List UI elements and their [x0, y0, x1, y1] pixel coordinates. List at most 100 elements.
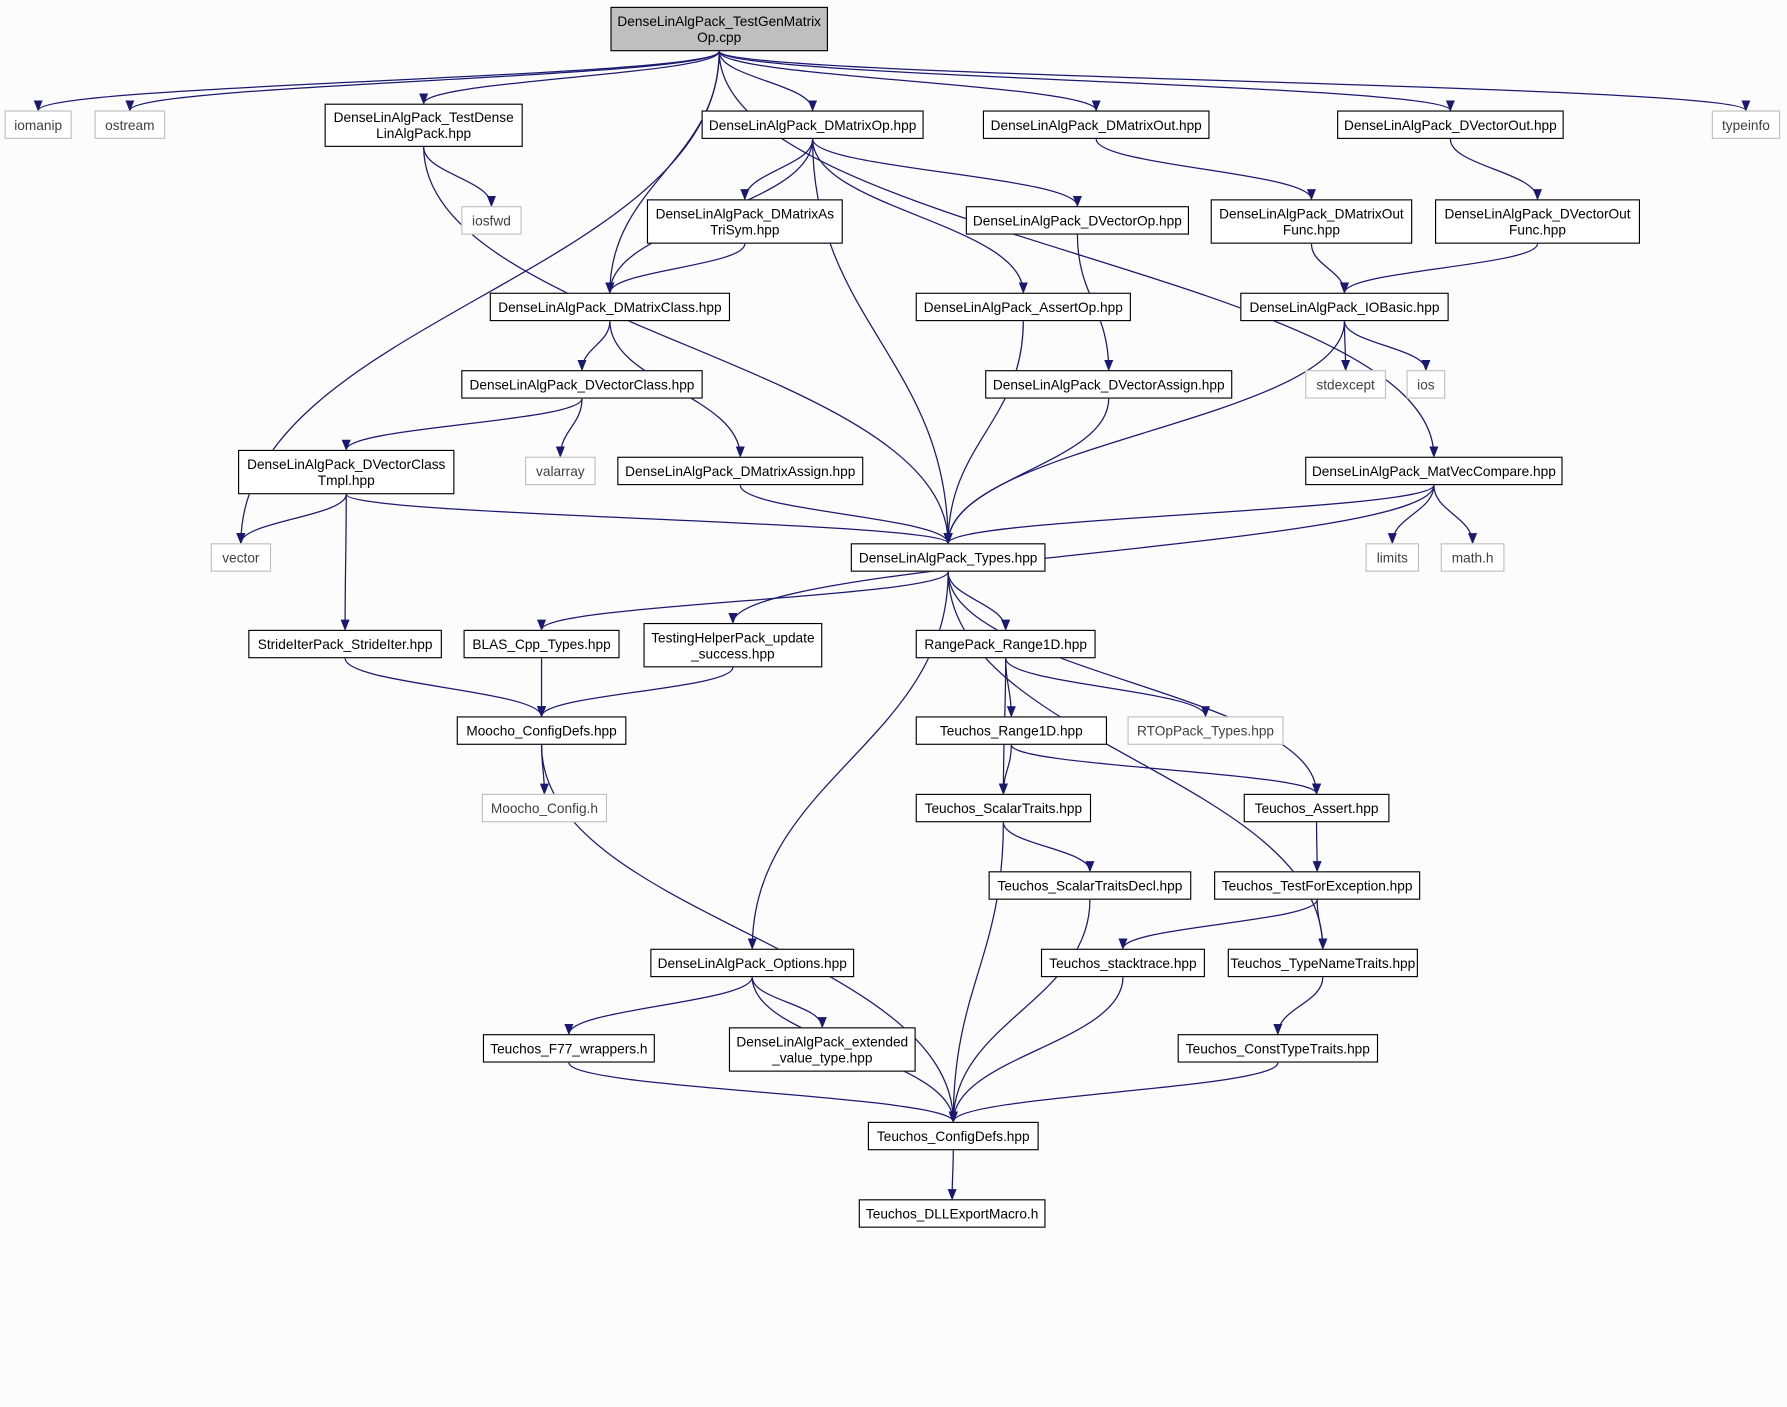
node-teuchosdefs[interactable]: Teuchos_ConfigDefs.hpp	[867, 1121, 1039, 1151]
node-assert[interactable]: Teuchos_Assert.hpp	[1243, 793, 1390, 823]
node-typeinfo: typeinfo	[1711, 110, 1781, 139]
edge-root-to-typeinfo	[718, 50, 1751, 112]
node-vector: vector	[210, 543, 272, 572]
node-iomanip: iomanip	[4, 110, 72, 139]
node-dvectorclasstmpl[interactable]: DenseLinAlgPack_DVectorClass Tmpl.hpp	[238, 449, 455, 495]
edge-dvectorclasstmpl-to-strideiter	[340, 494, 350, 631]
edge-assertop-to-types	[943, 321, 1024, 545]
node-teuchosrange[interactable]: Teuchos_Range1D.hpp	[915, 716, 1108, 745]
edge-matveccompare-to-types	[943, 484, 1435, 545]
edge-scalardecl-to-teuchosdefs	[948, 899, 1091, 1123]
node-scalartraits[interactable]: Teuchos_ScalarTraits.hpp	[915, 793, 1092, 823]
node-ostream: ostream	[94, 110, 166, 139]
edge-testdense-to-iosfwd	[423, 146, 496, 208]
edge-types-to-blas	[537, 571, 949, 631]
node-ios: ios	[1406, 370, 1446, 399]
node-assertop[interactable]: DenseLinAlgPack_AssertOp.hpp	[915, 292, 1131, 322]
edge-dmatrixop-to-assertop	[811, 138, 1028, 294]
node-dvectoroutfunc[interactable]: DenseLinAlgPack_DVectorOut Func.hpp	[1435, 199, 1641, 244]
node-testinghelper[interactable]: TestingHelperPack_update _success.hpp	[643, 622, 823, 668]
edge-teuchosrange-to-scalartraits	[998, 744, 1012, 795]
edge-dvectorassign-to-types	[943, 398, 1110, 545]
edge-f77-to-teuchosdefs	[568, 1062, 958, 1123]
edge-root-to-dvectorout	[718, 50, 1455, 112]
edge-teuchosdefs-to-dllexport	[947, 1150, 957, 1201]
node-f77[interactable]: Teuchos_F77_wrappers.h	[482, 1034, 655, 1063]
node-options[interactable]: DenseLinAlgPack_Options.hpp	[650, 948, 855, 978]
node-dllexport[interactable]: Teuchos_DLLExportMacro.h	[858, 1199, 1046, 1228]
node-dmatrixout[interactable]: DenseLinAlgPack_DMatrixOut.hpp	[982, 110, 1210, 139]
node-matveccompare[interactable]: DenseLinAlgPack_MatVecCompare.hpp	[1305, 456, 1563, 486]
edge-options-to-extended	[751, 977, 827, 1029]
node-types[interactable]: DenseLinAlgPack_Types.hpp	[850, 543, 1046, 572]
node-strideiter[interactable]: StrideIterPack_StrideIter.hpp	[248, 629, 442, 659]
edge-scalartraits-to-teuchosdefs	[948, 822, 1004, 1123]
edge-root-to-testdense	[419, 50, 720, 105]
node-scalardecl[interactable]: Teuchos_ScalarTraitsDecl.hpp	[988, 871, 1192, 900]
node-blas[interactable]: BLAS_Cpp_Types.hpp	[463, 629, 620, 659]
node-stacktrace[interactable]: Teuchos_stacktrace.hpp	[1040, 948, 1205, 978]
edge-dmatrixoutfunc-to-iobasic	[1310, 243, 1349, 294]
node-dvectorassign[interactable]: DenseLinAlgPack_DVectorAssign.hpp	[985, 370, 1233, 399]
edge-testinghelper-to-moochodefs	[537, 667, 734, 718]
edge-dmatrixassign-to-types	[739, 484, 953, 545]
node-iobasic[interactable]: DenseLinAlgPack_IOBasic.hpp	[1240, 292, 1449, 322]
edge-testforexc-to-stacktrace	[1118, 899, 1318, 950]
node-dmatrixclass[interactable]: DenseLinAlgPack_DMatrixClass.hpp	[489, 292, 731, 322]
node-limits: limits	[1365, 543, 1420, 572]
edge-iobasic-to-types	[943, 321, 1346, 545]
edge-dmatrixas-to-dmatrixclass	[605, 243, 746, 294]
node-dvectorclass[interactable]: DenseLinAlgPack_DVectorClass.hpp	[461, 370, 703, 399]
node-moochodefs[interactable]: Moocho_ConfigDefs.hpp	[456, 716, 627, 745]
edge-typename-to-consttype	[1273, 977, 1324, 1036]
node-valarray: valarray	[525, 456, 596, 486]
edge-dvectorclass-to-dvectorclasstmpl	[341, 398, 583, 451]
node-typename[interactable]: Teuchos_TypeNameTraits.hpp	[1227, 948, 1418, 978]
edge-scalartraits-to-scalardecl	[1002, 822, 1095, 873]
node-dvectorop[interactable]: DenseLinAlgPack_DVectorOp.hpp	[965, 206, 1190, 235]
edge-matveccompare-to-limits	[1387, 485, 1435, 545]
edge-dmatrixclass-to-dvectorclass	[577, 321, 611, 372]
edge-options-to-f77	[564, 976, 753, 1036]
edge-root-to-dmatrixclass	[605, 51, 720, 294]
edge-iobasic-to-ios	[1343, 321, 1431, 372]
edge-root-to-dmatrixout	[718, 50, 1101, 112]
node-range1d[interactable]: RangePack_Range1D.hpp	[915, 629, 1096, 659]
node-root: DenseLinAlgPack_TestGenMatrix Op.cpp	[610, 6, 828, 52]
node-moochoconfig: Moocho_Config.h	[481, 793, 608, 823]
edge-dmatrixop-to-dmatrixas	[740, 138, 814, 201]
node-dvectorout[interactable]: DenseLinAlgPack_DVectorOut.hpp	[1337, 110, 1564, 139]
node-rtop: RTOpPack_Types.hpp	[1127, 716, 1284, 745]
node-testdense[interactable]: DenseLinAlgPack_TestDense LinAlgPack.hpp	[324, 103, 523, 147]
edge-iobasic-to-stdexcept	[1341, 321, 1351, 372]
node-iosfwd: iosfwd	[461, 206, 522, 235]
edge-teuchosrange-to-assert	[1010, 744, 1321, 795]
edge-root-to-dmatrixop	[718, 51, 818, 112]
node-stdexcept: stdexcept	[1305, 370, 1387, 399]
edge-matveccompare-to-testinghelper	[728, 485, 1435, 625]
node-testforexc[interactable]: Teuchos_TestForException.hpp	[1214, 871, 1421, 900]
edge-assert-to-testforexc	[1312, 822, 1322, 873]
edge-testforexc-to-typename	[1316, 899, 1328, 950]
edge-strideiter-to-moochodefs	[344, 658, 546, 718]
edge-stacktrace-to-teuchosdefs	[948, 977, 1124, 1123]
edge-dvectorclasstmpl-to-types	[345, 493, 953, 545]
node-dmatrixas[interactable]: DenseLinAlgPack_DMatrixAs TriSym.hpp	[646, 199, 843, 244]
node-dmatrixop[interactable]: DenseLinAlgPack_DMatrixOp.hpp	[701, 110, 924, 139]
edge-dmatrixop-to-dvectorop	[811, 138, 1082, 208]
node-extended[interactable]: DenseLinAlgPack_extended _value_type.hpp	[728, 1027, 916, 1072]
node-consttype[interactable]: Teuchos_ConstTypeTraits.hpp	[1177, 1034, 1379, 1063]
edge-root-to-ostream	[125, 50, 720, 112]
edge-dvectorout-to-dvectoroutfunc	[1449, 138, 1542, 201]
edge-testdense-to-types	[423, 146, 953, 545]
edge-range1d-to-teuchosrange	[1005, 658, 1016, 718]
node-dmatrixassign[interactable]: DenseLinAlgPack_DMatrixAssign.hpp	[617, 456, 864, 486]
edge-dmatrixout-to-dmatrixoutfunc	[1095, 138, 1316, 201]
node-math: math.h	[1440, 543, 1505, 572]
edge-dvectoroutfunc-to-iobasic	[1340, 243, 1539, 294]
edge-dvectorclasstmpl-to-vector	[236, 494, 347, 545]
node-dmatrixoutfunc[interactable]: DenseLinAlgPack_DMatrixOut Func.hpp	[1210, 199, 1413, 244]
edge-consttype-to-teuchosdefs	[948, 1062, 1279, 1123]
edge-range1d-to-rtop	[1005, 658, 1210, 718]
